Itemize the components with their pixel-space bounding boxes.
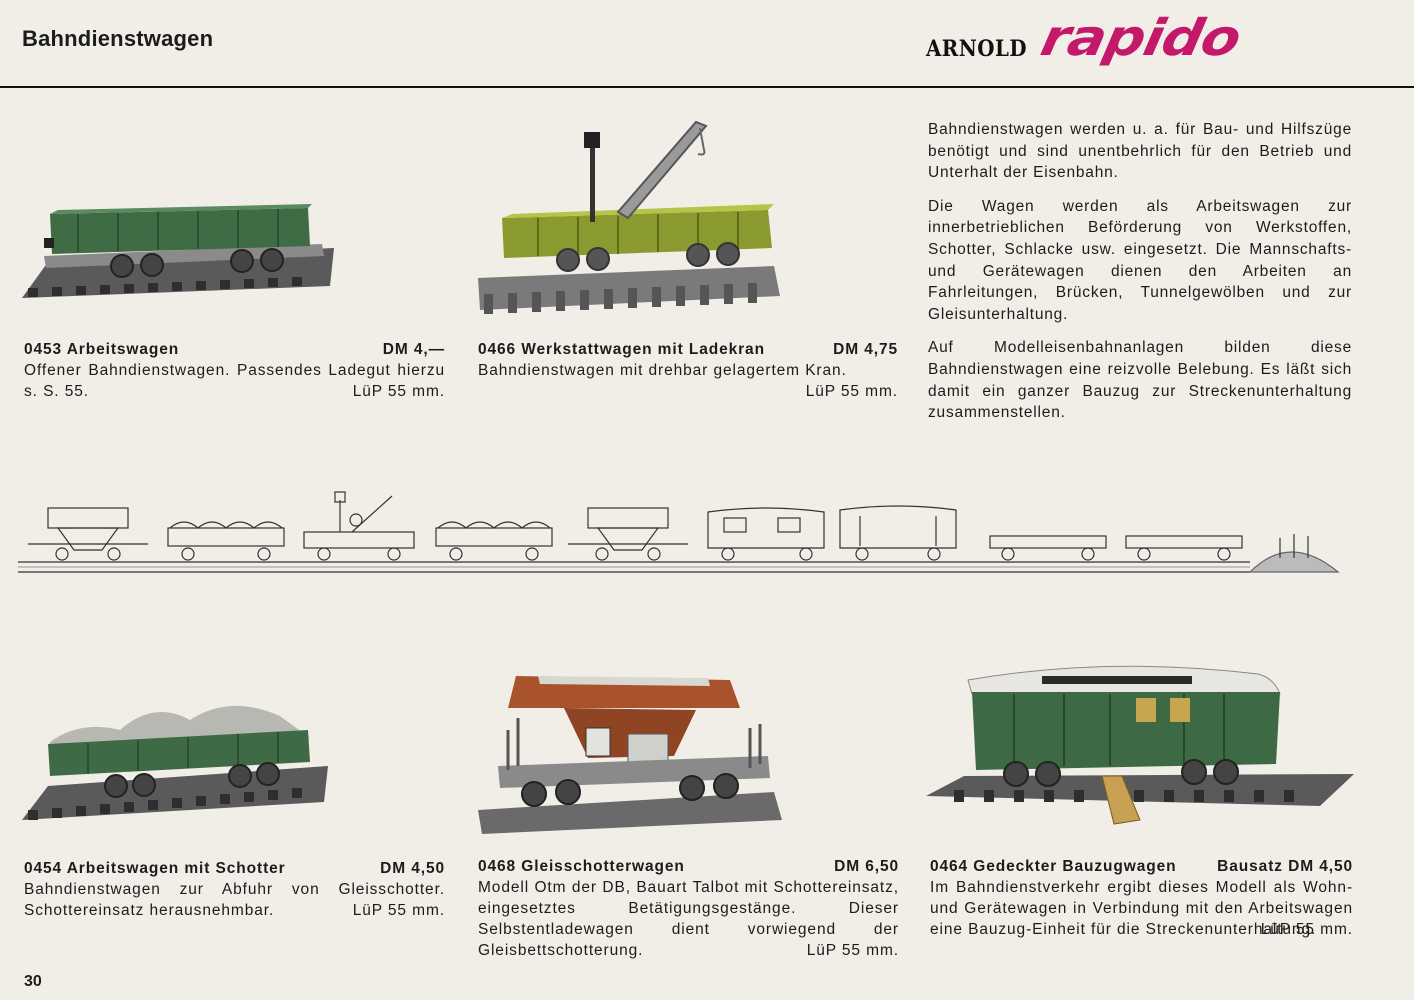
- product-price: DM 4,50: [380, 860, 445, 877]
- brand-arnold-logo: ARNOLD: [926, 36, 1027, 62]
- brand-logo: ARNOLD rapido: [924, 9, 1374, 74]
- intro-paragraph: Bahndienstwagen werden u. a. für Bau- un…: [928, 121, 1352, 182]
- bauzugwagen-0464-image: [924, 660, 1356, 830]
- werkstattwagen-0466-image: [478, 118, 786, 323]
- arbeitswagen-schotter-0454-image: [18, 700, 330, 842]
- product-heading: 0454 Arbeitswagen mit Schotter DM 4,50: [24, 858, 445, 879]
- product-caption-0466: 0466 Werkstattwagen mit Ladekran DM 4,75…: [478, 339, 898, 402]
- product-price: DM 4,—: [382, 341, 445, 358]
- product-name: 0464 Gedeckter Bauzugwagen: [930, 858, 1177, 875]
- product-name: 0466 Werkstattwagen mit Ladekran: [478, 341, 765, 358]
- product-heading: 0464 Gedeckter Bauzugwagen Bausatz DM 4,…: [930, 856, 1353, 877]
- product-description: Modell Otm der DB, Bauart Talbot mit Sch…: [478, 879, 899, 959]
- bauzug-line-drawing: [18, 488, 1348, 578]
- product-heading: 0466 Werkstattwagen mit Ladekran DM 4,75: [478, 339, 898, 360]
- gleisschotterwagen-0468-image: [478, 670, 786, 840]
- product-description: Offener Bahndienstwagen. Passendes Ladeg…: [24, 362, 445, 400]
- product-heading: 0453 Arbeitswagen DM 4,—: [24, 339, 445, 360]
- product-description: Bahndienstwagen mit drehbar gelagertem K…: [478, 362, 847, 379]
- product-caption-0468: 0468 Gleisschotterwagen DM 6,50 Modell O…: [478, 856, 899, 961]
- intro-paragraph: Die Wagen werden als Arbeitswagen zur in…: [928, 197, 1352, 323]
- product-price: DM 6,50: [834, 858, 899, 875]
- product-price: DM 4,75: [833, 341, 898, 358]
- product-description: Im Bahndienstverkehr ergibt dieses Model…: [930, 879, 1353, 938]
- product-price: Bausatz DM 4,50: [1217, 858, 1353, 875]
- product-length: LüP 55 mm.: [1260, 921, 1353, 938]
- header-divider: [0, 86, 1414, 88]
- product-caption-0454: 0454 Arbeitswagen mit Schotter DM 4,50 B…: [24, 858, 445, 921]
- product-caption-0464: 0464 Gedeckter Bauzugwagen Bausatz DM 4,…: [930, 856, 1353, 940]
- product-name: 0453 Arbeitswagen: [24, 341, 180, 358]
- product-length: LüP 55 mm.: [352, 383, 445, 400]
- product-caption-0453: 0453 Arbeitswagen DM 4,— Offener Bahndie…: [24, 339, 445, 402]
- product-description: Bahndienstwagen zur Abfuhr von Gleisscho…: [24, 881, 445, 919]
- product-length: LüP 55 mm.: [352, 902, 445, 919]
- page-title: Bahndienstwagen: [22, 26, 214, 51]
- intro-paragraph: Auf Modelleisenbahnanlagen bilden diese …: [928, 339, 1352, 422]
- intro-text: Bahndienstwagen werden u. a. für Bau- un…: [928, 119, 1352, 436]
- page-number: 30: [24, 973, 42, 990]
- product-length: LüP 55 mm.: [805, 383, 898, 400]
- product-length: LüP 55 mm.: [806, 942, 899, 959]
- brand-rapido-logo: rapido: [1035, 9, 1246, 68]
- arbeitswagen-0453-image: [18, 200, 336, 315]
- product-heading: 0468 Gleisschotterwagen DM 6,50: [478, 856, 899, 877]
- product-name: 0468 Gleisschotterwagen: [478, 858, 685, 875]
- product-name: 0454 Arbeitswagen mit Schotter: [24, 860, 286, 877]
